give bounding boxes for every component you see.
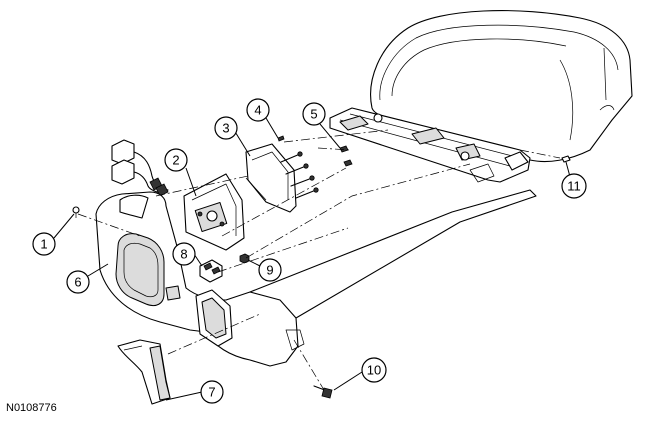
callout-label-6: 6 — [74, 275, 81, 290]
callout-3: 3 — [214, 116, 238, 140]
callout-label-3: 3 — [222, 121, 229, 136]
callout-label-4: 4 — [254, 103, 261, 118]
callout-9: 9 — [258, 258, 282, 282]
pin-item-1 — [72, 206, 80, 218]
callout-label-1: 1 — [40, 237, 47, 252]
callout-leaders — [53, 117, 573, 401]
seat-control-module — [183, 173, 245, 251]
seat-track-frame — [329, 105, 615, 183]
studs-item-5 — [339, 145, 353, 167]
screws-item-4 — [277, 135, 319, 199]
callout-label-9: 9 — [266, 263, 273, 278]
seat-switch — [199, 259, 223, 283]
callout-label-10: 10 — [367, 363, 381, 378]
callout-label-5: 5 — [310, 107, 317, 122]
screw-item-10 — [313, 385, 333, 399]
callout-4: 4 — [246, 98, 270, 122]
callout-5: 5 — [302, 102, 326, 126]
wiring-harness — [111, 139, 169, 197]
bolt-item-11 — [561, 155, 571, 163]
trim-cover — [117, 339, 171, 405]
nut-item-9 — [239, 253, 250, 264]
callout-label-2: 2 — [172, 153, 179, 168]
callout-11: 11 — [561, 173, 587, 199]
mounting-bracket — [245, 143, 297, 213]
callout-6: 6 — [66, 270, 90, 294]
figure-id-label: N0108776 — [6, 402, 57, 414]
callout-label-11: 11 — [567, 179, 581, 194]
callout-7: 7 — [200, 380, 224, 404]
callout-8: 8 — [172, 242, 196, 266]
callout-10: 10 — [361, 357, 387, 383]
callout-1: 1 — [32, 232, 56, 256]
seat-side-shield — [95, 189, 537, 367]
assembly-centerlines — [77, 129, 561, 391]
callout-label-7: 7 — [208, 385, 215, 400]
callout-2: 2 — [164, 148, 188, 172]
callout-label-8: 8 — [180, 247, 187, 262]
